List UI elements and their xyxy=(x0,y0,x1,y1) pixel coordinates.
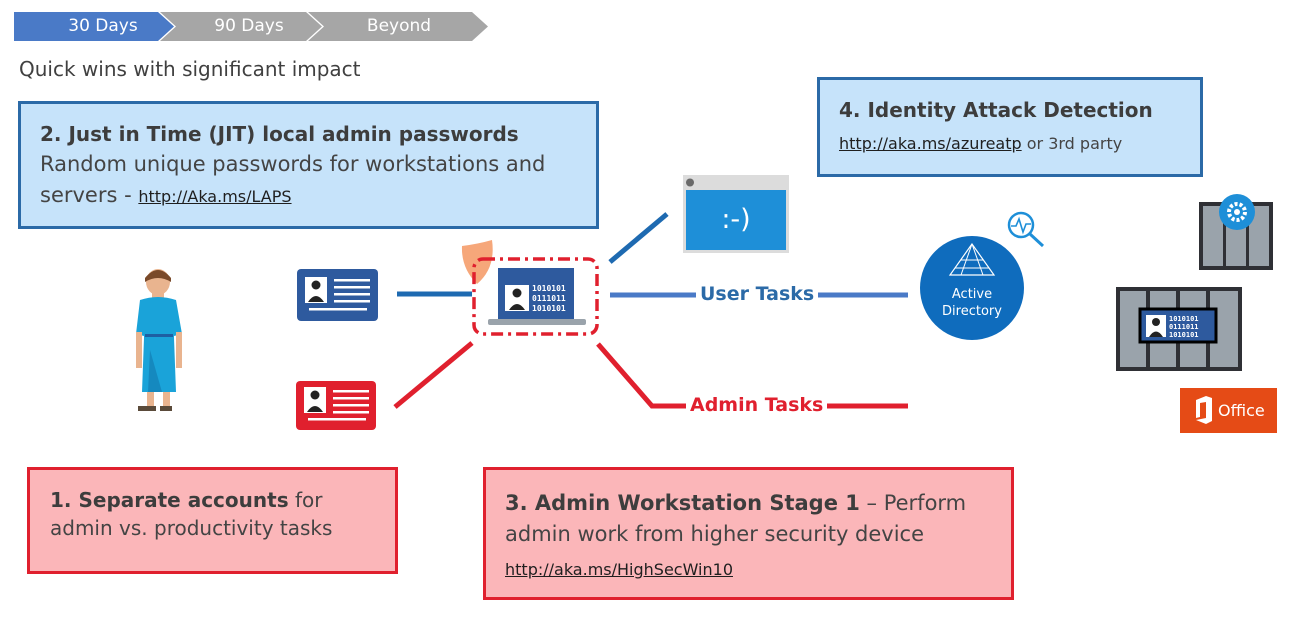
accounts-text: for admin vs. productivity tasks xyxy=(50,488,333,540)
workstation-title: 3. Admin Workstation Stage 1 xyxy=(505,491,860,515)
azureatp-link[interactable]: http://aka.ms/azureatp xyxy=(839,134,1022,153)
gear-icon xyxy=(1227,202,1247,222)
browser-window-icon: :-) xyxy=(683,175,789,253)
office-logo: Office xyxy=(1180,388,1277,433)
laptop-icon: 1010101 0111011 1010101 xyxy=(488,268,586,325)
admin-card-link xyxy=(393,341,474,409)
workstation-text: – Perform admin work from higher securit… xyxy=(505,491,967,546)
office-icon xyxy=(1196,396,1212,424)
phase-chevron-90-days xyxy=(160,12,322,41)
server-binary-line-1: 1010101 xyxy=(1169,315,1199,323)
privileged-workstation-frame xyxy=(472,257,599,336)
jit-passwords-box: 2. Just in Time (JIT) local admin passwo… xyxy=(18,101,599,229)
accounts-title: 1. Separate accounts xyxy=(50,488,289,512)
highsecwin10-link[interactable]: http://aka.ms/HighSecWin10 xyxy=(505,560,733,579)
identity-attack-detection-box: 4. Identity Attack Detection http://aka.… xyxy=(817,77,1203,177)
laps-link[interactable]: http://Aka.ms/LAPS xyxy=(138,187,292,206)
server-binary-line-2: 0111011 xyxy=(1169,323,1199,331)
admin-workstation-box: 3. Admin Workstation Stage 1 – Perform a… xyxy=(483,467,1014,600)
phase-label-beyond: Beyond xyxy=(366,16,432,36)
detection-title: 4. Identity Attack Detection xyxy=(839,98,1153,122)
workstation-link-row: http://aka.ms/HighSecWin10 xyxy=(505,560,993,579)
phase-chevrons xyxy=(14,12,488,41)
user-id-card-icon xyxy=(297,269,378,321)
ad-label-line1: Active xyxy=(952,287,992,302)
separate-accounts-box: 1. Separate accounts for admin vs. produ… xyxy=(27,467,398,574)
phase-chevron-beyond xyxy=(308,12,488,41)
user-person-icon xyxy=(136,269,182,411)
smiley-text: :-) xyxy=(721,204,750,235)
shield-icon xyxy=(461,240,493,284)
server-rack-top-icon xyxy=(1199,194,1273,270)
jit-description: Random unique passwords for workstations… xyxy=(40,149,578,212)
detection-suffix: or 3rd party xyxy=(1021,134,1123,153)
binary-line-3: 1010101 xyxy=(532,304,566,313)
phase-chevron-30-days xyxy=(14,12,174,41)
phase-label-90-days: 90 Days xyxy=(214,16,284,36)
admin-id-card-icon xyxy=(296,381,376,430)
user-tasks-label: User Tasks xyxy=(696,283,819,305)
workstation-description: 3. Admin Workstation Stage 1 – Perform a… xyxy=(505,488,993,550)
admin-tasks-label: Admin Tasks xyxy=(686,394,828,416)
office-label: Office xyxy=(1218,401,1265,420)
server-rack-bottom-icon: 1010101 0111011 1010101 xyxy=(1116,287,1242,371)
active-directory-icon: Active Directory xyxy=(920,236,1024,340)
browser-link xyxy=(608,212,669,264)
phase-label-30-days: 30 Days xyxy=(68,16,138,36)
detection-description: http://aka.ms/azureatp or 3rd party xyxy=(839,134,1182,153)
jit-title: 2. Just in Time (JIT) local admin passwo… xyxy=(40,122,519,146)
magnifier-icon xyxy=(1007,211,1045,248)
subtitle: Quick wins with significant impact xyxy=(19,57,361,81)
binary-line-1: 1010101 xyxy=(532,284,566,293)
jit-text: Random unique passwords for workstations… xyxy=(40,152,546,207)
binary-line-2: 0111011 xyxy=(532,294,566,303)
ad-label-line2: Directory xyxy=(942,304,1002,319)
server-binary-line-3: 1010101 xyxy=(1169,331,1199,339)
